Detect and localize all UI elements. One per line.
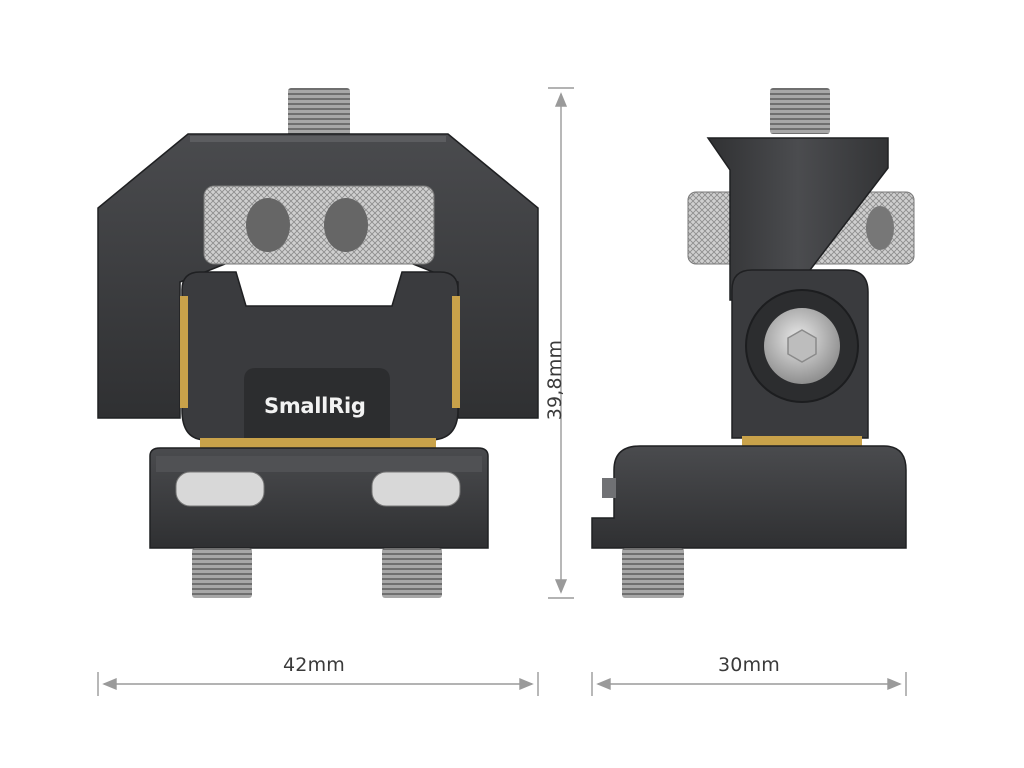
- front-roller-left: [175, 471, 265, 507]
- logo-plate: [244, 368, 390, 438]
- knob-hole-left: [246, 198, 290, 252]
- front-knurled-knob: [203, 185, 435, 265]
- height-label: 39,8mm: [544, 339, 566, 421]
- side-bottom-screw: [622, 548, 684, 598]
- side-top-screw: [770, 88, 830, 134]
- front-view: [97, 88, 539, 598]
- front-top-screw: [288, 88, 350, 136]
- side-width-label: 30mm: [718, 654, 780, 676]
- hex-socket-icon: [787, 329, 817, 363]
- front-bottom-screw-right: [382, 548, 442, 598]
- front-width-label: 42mm: [283, 654, 345, 676]
- knob-hole-right: [324, 198, 368, 252]
- front-brass-ring: [200, 438, 436, 448]
- side-view: [591, 88, 915, 598]
- front-bottom-screw-left: [192, 548, 252, 598]
- front-roller-right: [371, 471, 461, 507]
- dimension-lines: [97, 87, 907, 696]
- side-brass-ring: [742, 436, 862, 446]
- side-base-plate: [591, 445, 907, 549]
- smallrig-logo: SmallRig: [264, 394, 366, 418]
